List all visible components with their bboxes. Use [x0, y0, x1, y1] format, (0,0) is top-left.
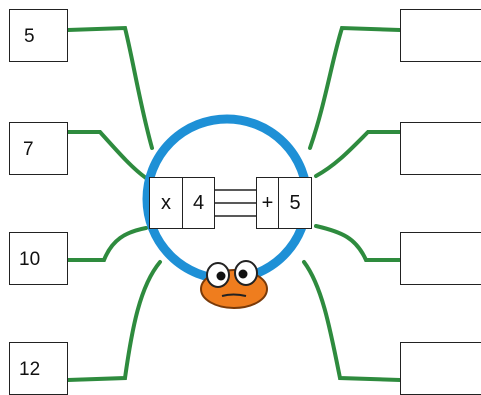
leg-right-2	[314, 130, 402, 178]
leg-left-3	[66, 226, 148, 262]
leg-right-1	[308, 25, 402, 150]
output-box-4[interactable]	[400, 342, 481, 395]
input-box-3: 10	[9, 232, 68, 285]
input-value: 10	[19, 249, 41, 270]
input-value: 7	[23, 139, 34, 160]
op2-value-box: 5	[278, 177, 312, 229]
output-box-2[interactable]	[400, 122, 481, 175]
machine-connector	[214, 189, 257, 217]
output-box-1[interactable]	[400, 9, 481, 62]
leg-right-3	[314, 224, 402, 262]
input-value: 12	[19, 359, 41, 380]
input-value: 5	[24, 26, 35, 47]
op1-symbol-box: x	[149, 177, 183, 229]
op1-value: 4	[192, 191, 205, 214]
input-box-2: 7	[9, 122, 68, 175]
leg-left-1	[66, 25, 154, 150]
op2-symbol: +	[261, 191, 274, 214]
op2-symbol-box: +	[256, 177, 279, 229]
op1-symbol: x	[161, 191, 171, 214]
op2-value: 5	[289, 191, 301, 214]
output-box-3[interactable]	[400, 232, 481, 285]
spider-face	[200, 260, 268, 309]
leg-left-2	[66, 130, 148, 180]
leg-right-4	[302, 260, 402, 382]
leg-left-4	[66, 260, 162, 382]
input-box-4: 12	[9, 342, 68, 395]
op1-value-box: 4	[182, 177, 215, 229]
input-box-1: 5	[9, 9, 68, 62]
